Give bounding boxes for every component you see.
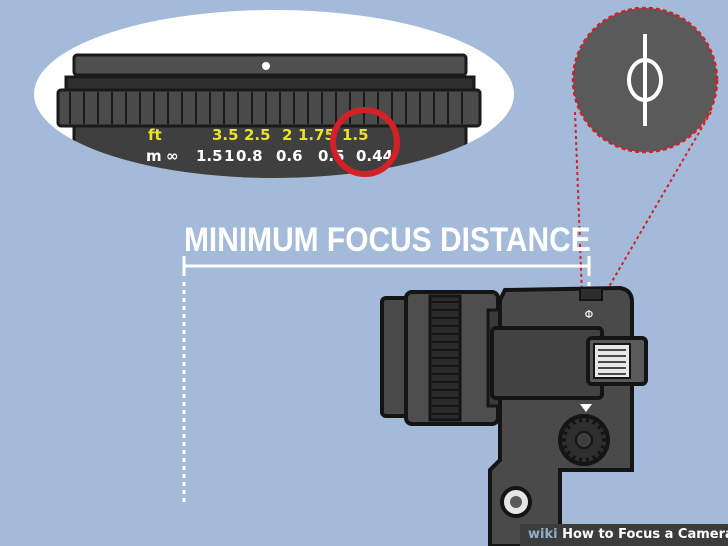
zoom-guide-left (574, 111, 583, 297)
focus-ring-ridges (69, 92, 463, 124)
zoom-guide-right (599, 111, 712, 303)
texture-line (559, 444, 568, 451)
focal-plane-symbol: Φ (585, 308, 594, 321)
focus-ring (56, 88, 482, 128)
texture-line (596, 450, 605, 458)
watermark: wiki How to Focus a Camera (520, 524, 728, 546)
watermark-title: How to Focus a Camera (562, 527, 728, 542)
m-value: 0.8 (236, 147, 263, 165)
texture-line (569, 416, 577, 426)
camera-top-view: Φ M (380, 285, 648, 546)
dial-index-arrow (580, 404, 592, 412)
highlight-circle (330, 107, 400, 177)
focus-index-dot (262, 62, 270, 70)
headline: MINIMUM FOCUS DISTANCE (184, 221, 591, 259)
texture-line (559, 429, 568, 436)
shutter-button-center (510, 496, 522, 508)
texture-line (591, 454, 599, 464)
m-value: ∞ (166, 147, 179, 165)
texture-line (563, 422, 572, 430)
texture-line (591, 416, 599, 426)
texture-line (563, 450, 572, 458)
texture-line (596, 422, 605, 430)
ft-value: 1.75 (298, 126, 335, 144)
focal-plane-mark-ring (627, 58, 663, 102)
lens-grip-texture (432, 301, 458, 415)
eyepiece-cup (593, 343, 631, 379)
watermark-brand: wiki (528, 527, 558, 542)
m-value: 1.5 (196, 147, 223, 165)
texture-line (600, 429, 609, 436)
texture-line (578, 457, 583, 466)
texture-line (585, 457, 590, 466)
mode-dial-teeth (558, 414, 610, 466)
texture-line (569, 454, 577, 464)
ft-value: 3.5 (212, 126, 239, 144)
m-value: 1 (224, 147, 234, 165)
mode-dial-center (575, 431, 593, 449)
eyepiece-texture (598, 349, 626, 375)
ft-value: 2 (282, 126, 292, 144)
texture-line (600, 444, 609, 451)
m-value: 0.44 (356, 147, 393, 165)
viewfinder-housing (490, 326, 604, 400)
ft-value: 2.5 (244, 126, 271, 144)
ft-value-highlighted: 1.5 (342, 126, 369, 144)
texture-line (578, 414, 583, 423)
texture-line (585, 414, 590, 423)
ft-unit-label: ft (148, 126, 162, 144)
hot-shoe (579, 287, 603, 301)
m-unit-label: m (146, 147, 162, 165)
lens-barrel: ft 3.5 2.5 2 1.75 1.5 m ∞ 1.5 1 0.8 0.6 … (56, 53, 482, 178)
m-value: 0.6 (276, 147, 303, 165)
